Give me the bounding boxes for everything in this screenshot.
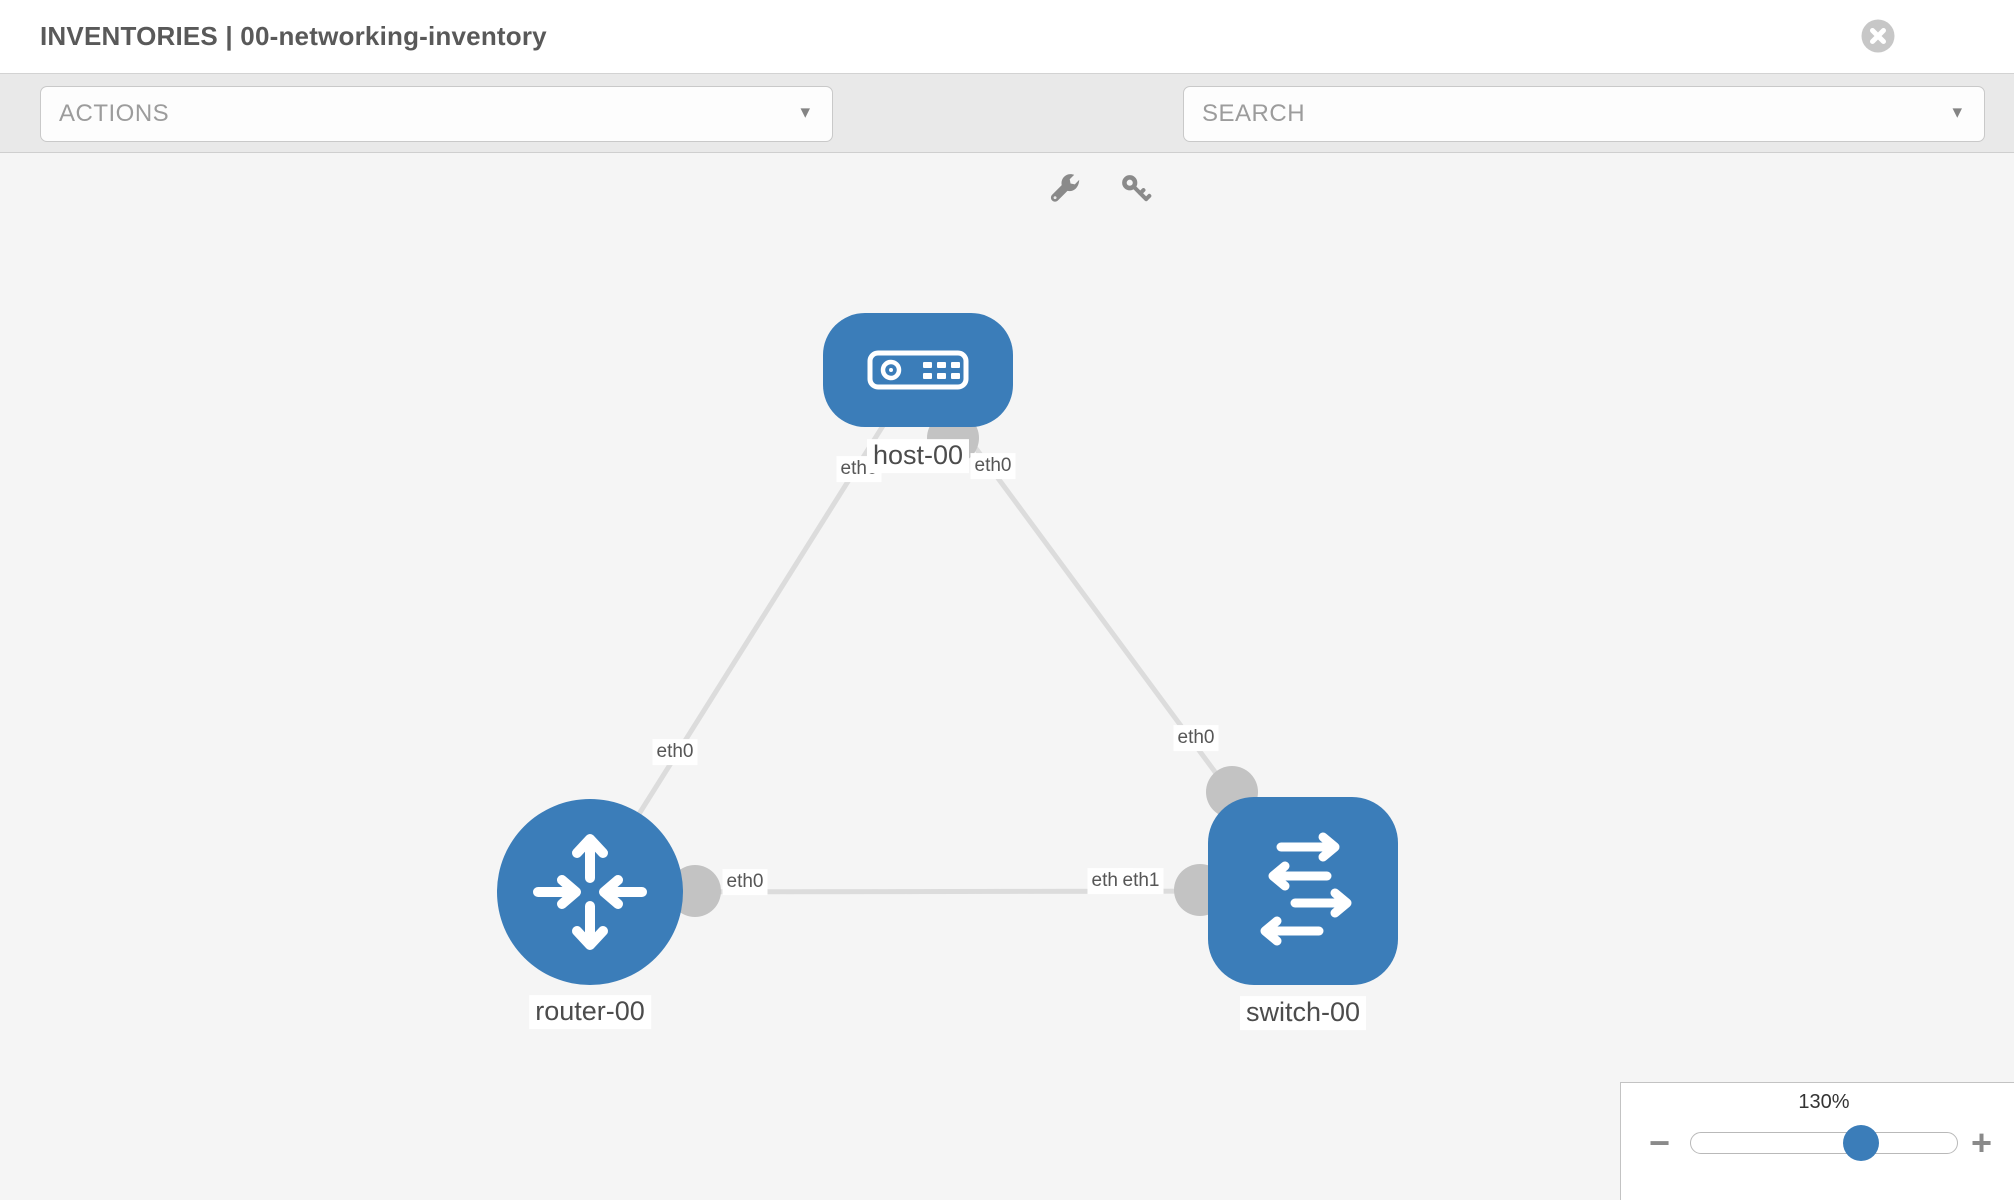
chevron-down-icon: ▾ [800,102,810,123]
toolbar: ACTIONS ▾ SEARCH ▾ [0,73,2014,202]
zoom-in-button[interactable]: + [1971,1122,1993,1163]
node-shape[interactable] [1208,797,1398,985]
zoom-slider-thumb[interactable] [1843,1125,1880,1161]
router-icon [533,834,647,950]
node-shape[interactable] [823,313,1013,427]
page-title: INVENTORIES | 00-networking-inventory [40,21,547,51]
configure-button[interactable] [1050,173,1082,205]
chevron-down-icon: ▾ [1952,102,1962,123]
actions-dropdown[interactable]: ACTIONS ▾ [40,86,833,142]
actions-dropdown-label: ACTIONS [59,100,170,127]
zoom-panel: 130% − + [1620,1082,2014,1200]
host-icon [867,350,969,390]
topology-svg [497,313,1398,985]
close-icon [1861,19,1895,53]
zoom-slider[interactable] [1690,1125,1958,1161]
key-icon [1122,175,1152,202]
wrench-icon [1050,174,1080,202]
node-host-00[interactable] [823,313,1013,427]
credentials-button[interactable] [1120,173,1152,205]
zoom-out-button[interactable]: − [1649,1122,1671,1163]
header: INVENTORIES | 00-networking-inventory [0,0,2014,73]
node-shape[interactable] [497,799,683,985]
switch-icon [1260,832,1352,946]
search-dropdown[interactable]: SEARCH ▾ [1183,86,1985,142]
search-dropdown-label: SEARCH [1202,100,1306,127]
zoom-level: 130% [1798,1091,1850,1113]
node-router-00[interactable] [497,799,683,985]
close-button[interactable] [1861,19,1895,53]
node-switch-00[interactable] [1208,797,1398,985]
